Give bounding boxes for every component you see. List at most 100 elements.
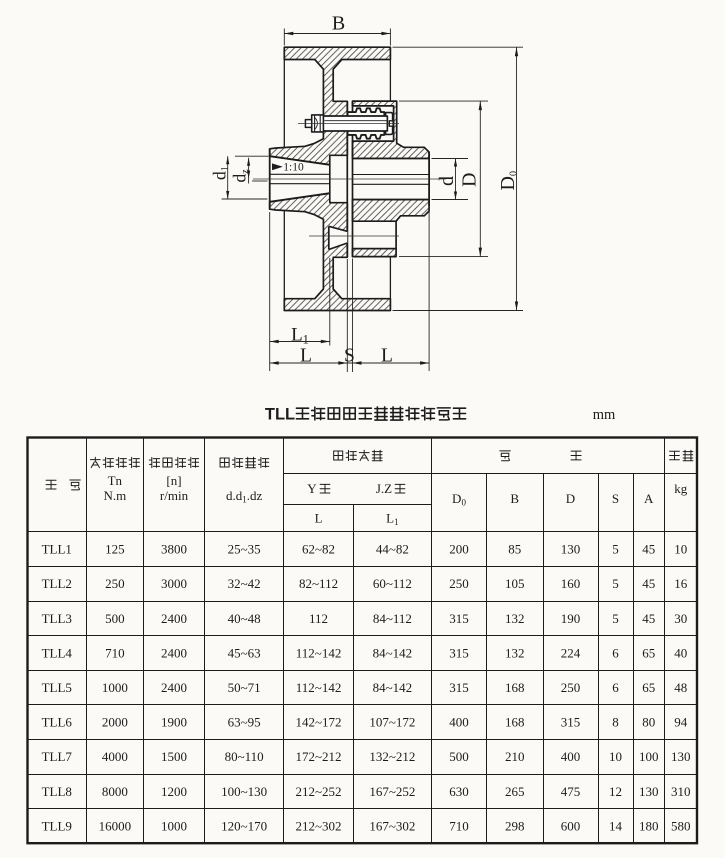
svg-text:3800: 3800 [161,542,187,557]
svg-text:132: 132 [505,611,525,626]
svg-text:2000: 2000 [102,715,128,730]
svg-text:25~35: 25~35 [228,542,261,557]
svg-text:[n]: [n] [166,473,181,488]
svg-text:84~142: 84~142 [373,680,413,695]
svg-text:475: 475 [561,784,581,799]
svg-text:580: 580 [671,818,691,833]
svg-text:S: S [612,491,619,506]
svg-text:315: 315 [449,680,469,695]
svg-text:120~170: 120~170 [221,818,267,833]
svg-text:400: 400 [449,715,469,730]
svg-text:TLL7: TLL7 [42,749,73,764]
svg-text:84~142: 84~142 [373,645,413,660]
svg-text:172~212: 172~212 [296,749,342,764]
svg-text:2400: 2400 [161,645,187,660]
svg-text:TLL5: TLL5 [42,680,72,695]
svg-text:14: 14 [609,818,623,833]
svg-text:3000: 3000 [161,576,187,591]
svg-text:210: 210 [505,749,525,764]
svg-text:4000: 4000 [102,749,128,764]
svg-text:298: 298 [505,818,525,833]
svg-text:48: 48 [674,680,687,695]
svg-text:L: L [315,510,323,525]
svg-text:D: D [459,173,481,187]
svg-text:142~172: 142~172 [296,715,342,730]
svg-text:1500: 1500 [161,749,187,764]
svg-text:65: 65 [642,680,655,695]
svg-text:TLL9: TLL9 [42,818,72,833]
svg-text:TLL6: TLL6 [42,715,73,730]
svg-text:85: 85 [508,542,521,557]
svg-text:130: 130 [561,542,581,557]
svg-text:250: 250 [105,576,125,591]
svg-text:TLL8: TLL8 [42,784,72,799]
svg-text:212~302: 212~302 [296,818,342,833]
svg-text:S: S [344,346,355,367]
svg-text:d: d [436,176,458,186]
svg-text:45: 45 [642,611,655,626]
svg-text:40~48: 40~48 [228,611,261,626]
svg-text:130: 130 [639,784,659,799]
svg-text:180: 180 [639,818,659,833]
svg-text:A: A [644,491,654,506]
svg-text:TLL3: TLL3 [42,611,72,626]
svg-text:65: 65 [642,645,655,660]
svg-text:710: 710 [449,818,469,833]
svg-text:1000: 1000 [102,680,128,695]
svg-text:TLL: TLL [265,406,295,424]
svg-text:105: 105 [505,576,525,591]
svg-text:190: 190 [561,611,581,626]
svg-text:L: L [300,346,312,367]
svg-text:250: 250 [561,680,581,695]
svg-text:45: 45 [642,576,655,591]
svg-text:630: 630 [449,784,469,799]
svg-text:16: 16 [674,576,688,591]
svg-text:8: 8 [612,715,619,730]
svg-text:5: 5 [612,611,619,626]
svg-text:500: 500 [449,749,469,764]
svg-text:167~302: 167~302 [369,818,415,833]
svg-text:132: 132 [505,645,525,660]
svg-text:130: 130 [671,749,691,764]
svg-text:50~71: 50~71 [228,680,261,695]
svg-text:40: 40 [674,645,687,660]
svg-text:L: L [381,346,393,367]
svg-text:400: 400 [561,749,581,764]
svg-text:Y: Y [307,481,317,496]
svg-text:80: 80 [642,715,655,730]
svg-text:kg: kg [674,481,688,496]
svg-text:224: 224 [561,645,581,660]
svg-text:112~142: 112~142 [296,645,342,660]
svg-text:1200: 1200 [161,784,187,799]
svg-text:N.m: N.m [103,488,126,503]
svg-text:112: 112 [309,611,328,626]
svg-text:600: 600 [561,818,581,833]
svg-text:63~95: 63~95 [228,715,261,730]
svg-text:1:10: 1:10 [283,162,304,174]
svg-text:TLL4: TLL4 [42,645,73,660]
svg-text:8000: 8000 [102,784,128,799]
svg-text:107~172: 107~172 [369,715,415,730]
svg-text:167~252: 167~252 [369,784,415,799]
svg-text:2400: 2400 [161,680,187,695]
svg-text:112~142: 112~142 [296,680,342,695]
svg-text:5: 5 [612,576,619,591]
svg-text:6: 6 [612,645,619,660]
svg-text:44~82: 44~82 [376,542,409,557]
svg-text:mm: mm [593,407,616,423]
svg-text:J.Z: J.Z [376,481,392,496]
svg-text:D: D [566,491,575,506]
svg-text:125: 125 [105,542,125,557]
svg-text:TLL1: TLL1 [42,542,72,557]
svg-text:62~82: 62~82 [302,542,335,557]
svg-text:60~112: 60~112 [373,576,412,591]
svg-text:250: 250 [449,576,469,591]
svg-text:1900: 1900 [161,715,187,730]
svg-text:45: 45 [642,542,655,557]
svg-text:80~110: 80~110 [225,749,264,764]
svg-text:132~212: 132~212 [369,749,415,764]
svg-text:B: B [510,491,519,506]
svg-text:265: 265 [505,784,525,799]
svg-text:32~42: 32~42 [228,576,261,591]
svg-text:82~112: 82~112 [299,576,338,591]
